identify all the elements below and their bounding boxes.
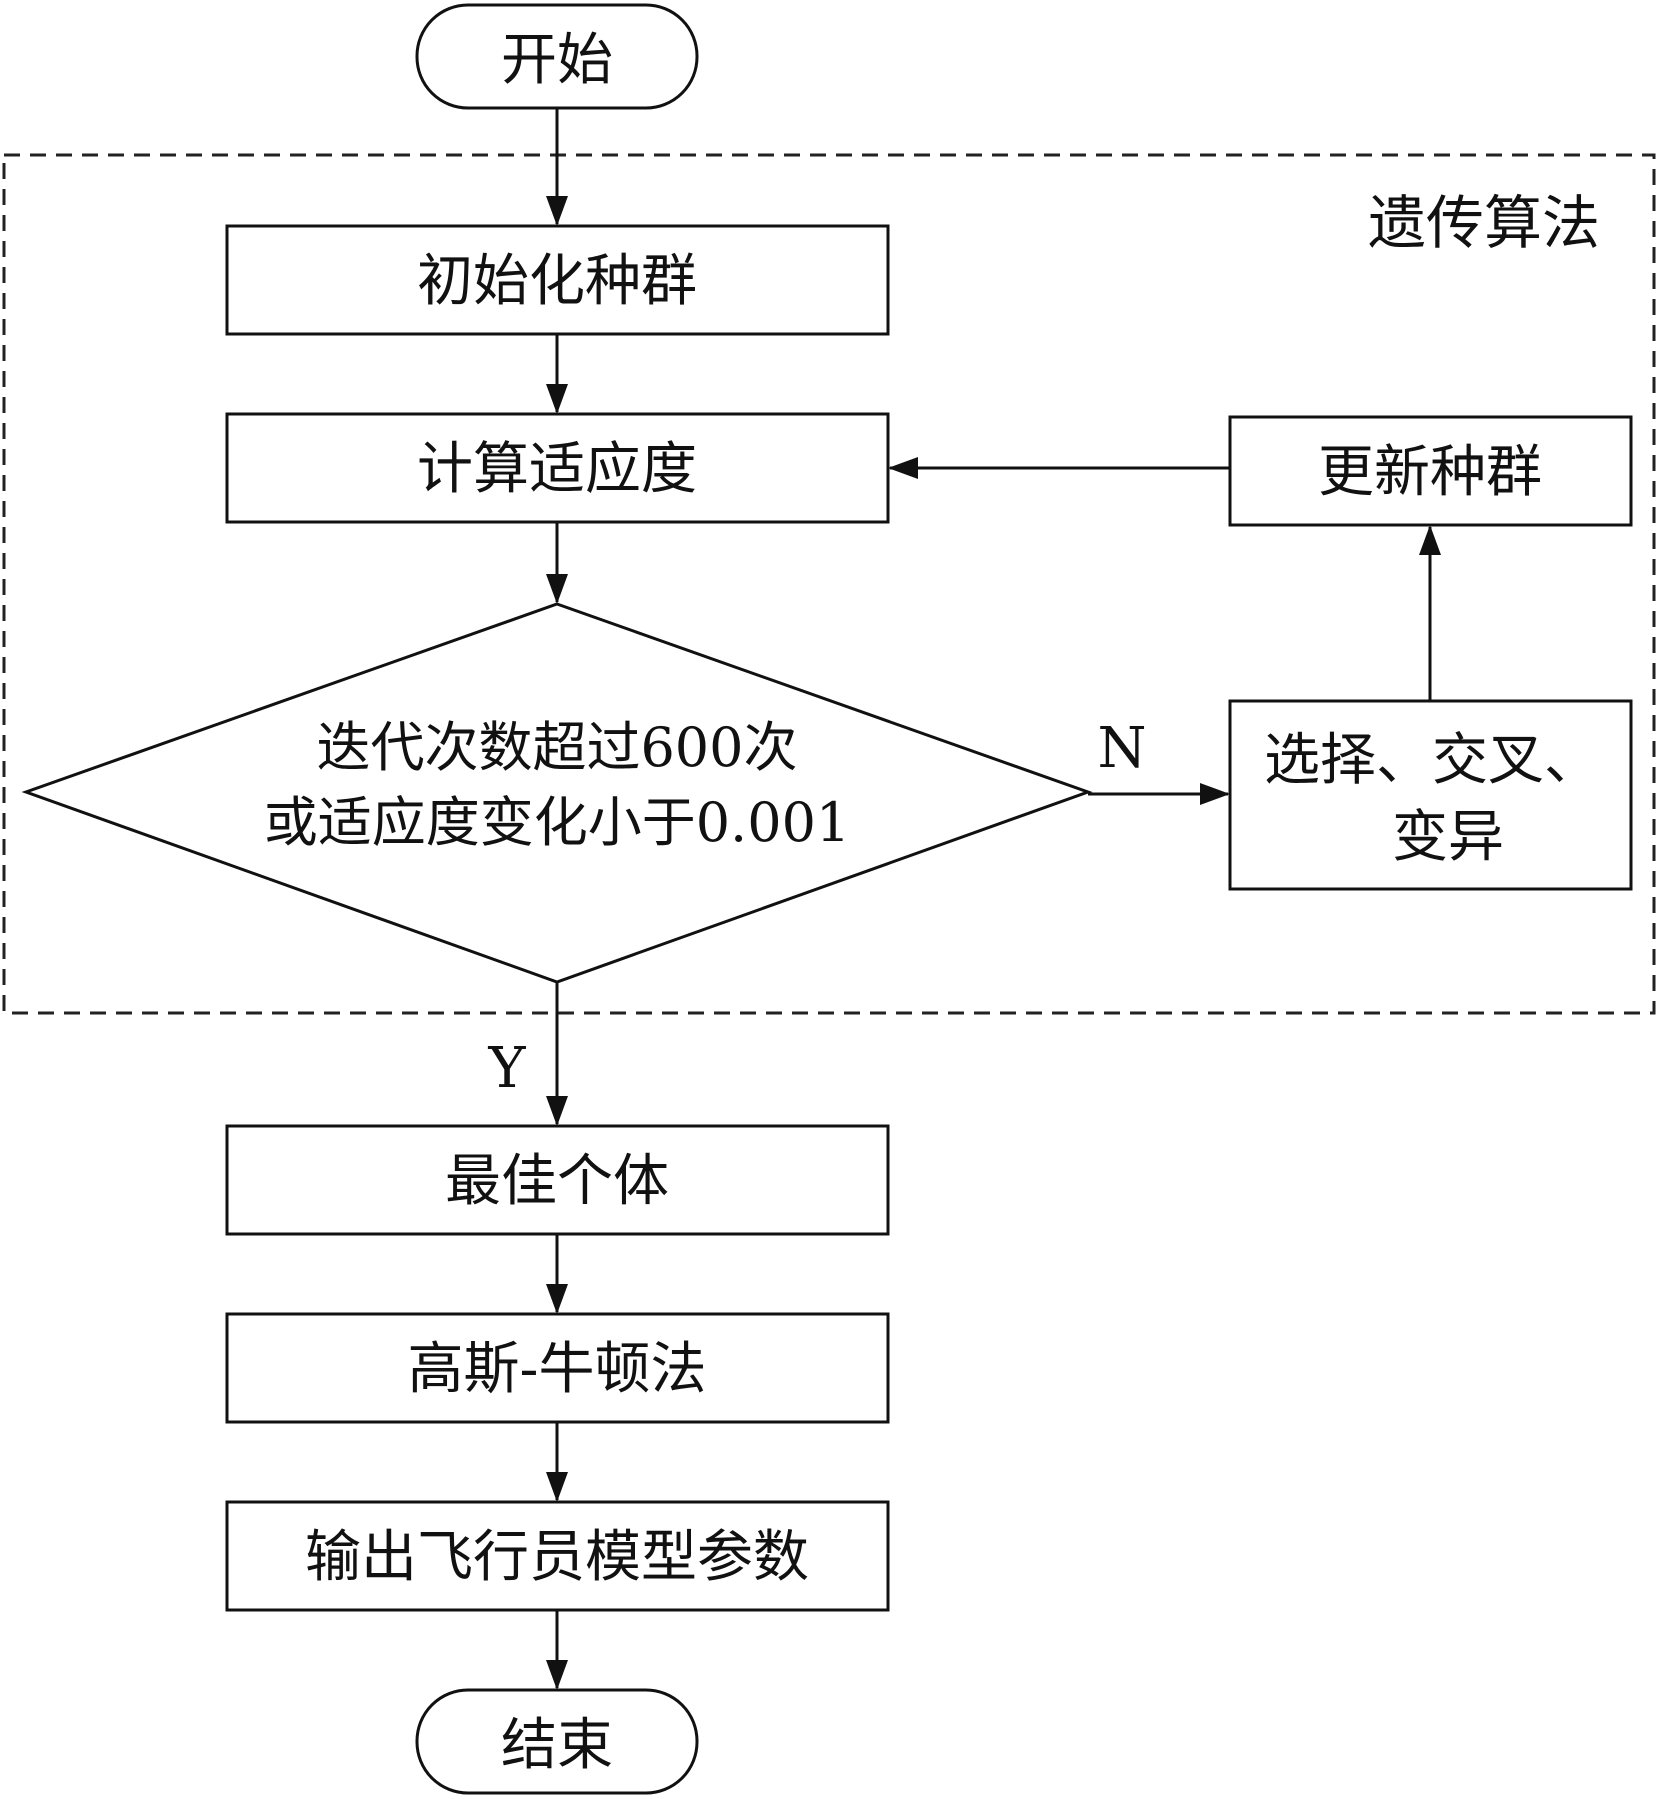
group-label: 遗传算法 — [1368, 189, 1600, 257]
select-line2: 变异 — [1392, 805, 1504, 870]
best-individual-box — [225, 1124, 890, 1236]
condition-line1: 迭代次数超过600次 — [316, 716, 797, 779]
end-terminal — [415, 1688, 699, 1795]
output-params-label: 输出飞行员模型参数 — [305, 1525, 809, 1590]
update-population-label: 更新种群 — [1318, 440, 1542, 505]
gauss-newton-label: 高斯-牛顿法 — [408, 1337, 707, 1402]
condition-line2: 或适应度变化小于0.001 — [264, 791, 851, 854]
start-label: 开始 — [501, 28, 613, 93]
compute-fitness-label: 计算适应度 — [417, 437, 697, 502]
init-population-box — [225, 224, 890, 336]
gauss-newton-box — [225, 1312, 890, 1424]
select-line1: 选择、交叉、 — [1264, 728, 1600, 793]
selection-crossover-mutation-box — [1228, 699, 1633, 891]
update-population-box — [1228, 415, 1633, 527]
genetic-algorithm-group — [2, 153, 1656, 1015]
end-label: 结束 — [501, 1713, 613, 1778]
no-label: N — [1098, 716, 1147, 781]
best-individual-label: 最佳个体 — [445, 1149, 669, 1214]
yes-label: Y — [488, 1036, 527, 1101]
init-population-label: 初始化种群 — [417, 249, 697, 314]
